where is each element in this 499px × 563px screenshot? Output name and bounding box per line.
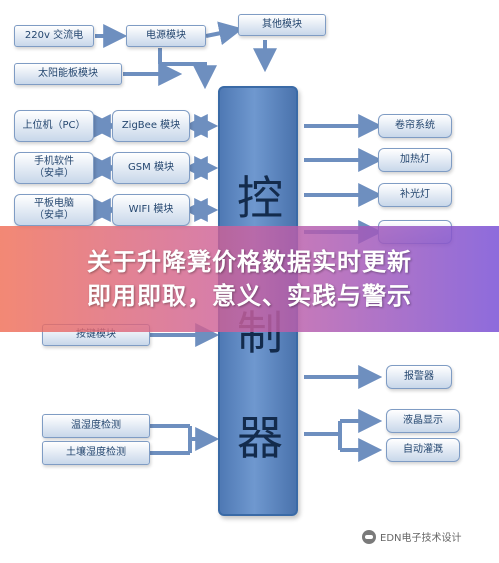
box-tablet-line1: 平板电脑 xyxy=(34,198,74,209)
box-heater-lamp-label: 加热灯 xyxy=(400,154,430,165)
box-other-modules-label: 其他模块 xyxy=(262,19,302,30)
box-phone-app-line2: （安卓） xyxy=(34,168,74,179)
box-wifi: WIFI 模块 xyxy=(112,194,190,226)
box-shade-system-label: 卷帘系统 xyxy=(395,120,435,131)
wechat-icon xyxy=(362,529,376,544)
box-soil-humidity-label: 土壤湿度检测 xyxy=(66,447,126,458)
box-alarm: 报警器 xyxy=(386,365,452,389)
watermark-text: EDN电子技术设计 xyxy=(380,533,462,544)
box-solar-panel-label: 太阳能板模块 xyxy=(38,68,98,79)
box-temp-humidity: 温湿度检测 xyxy=(42,414,150,438)
box-phone-app-line1: 手机软件 xyxy=(34,156,74,167)
box-soil-humidity: 土壤湿度检测 xyxy=(42,441,150,465)
box-auto-irrigation: 自动灌溉 xyxy=(386,438,460,462)
box-solar-panel: 太阳能板模块 xyxy=(14,63,122,85)
box-power-module-label: 电源模块 xyxy=(146,30,186,41)
controller-char-1: 控 xyxy=(237,171,283,225)
box-lcd-label: 液晶显示 xyxy=(403,415,443,426)
watermark: EDN电子技术设计 xyxy=(362,529,462,544)
box-power-module: 电源模块 xyxy=(126,25,206,47)
box-220v-ac-label: 220v 交流电 xyxy=(24,30,84,41)
box-220v-ac: 220v 交流电 xyxy=(14,25,94,47)
box-zigbee-label: ZigBee 模块 xyxy=(121,120,181,131)
box-pc: 上位机（PC） xyxy=(14,110,94,142)
banner-title-line1: 关于升降凳价格数据实时更新 xyxy=(87,248,412,276)
box-gsm-label: GSM 模块 xyxy=(128,162,174,173)
box-other-modules: 其他模块 xyxy=(238,14,326,36)
box-pc-label: 上位机（PC） xyxy=(22,120,86,131)
box-alarm-label: 报警器 xyxy=(404,371,434,382)
box-tablet-line2: （安卓） xyxy=(34,210,74,221)
box-zigbee: ZigBee 模块 xyxy=(112,110,190,142)
box-keys-label: 按键模块 xyxy=(76,329,116,340)
box-fill-light: 补光灯 xyxy=(378,183,452,207)
box-auto-irrigation-label: 自动灌溉 xyxy=(403,444,443,455)
box-tablet: 平板电脑 （安卓） xyxy=(14,194,94,226)
box-gsm: GSM 模块 xyxy=(112,152,190,184)
box-fill-light-label: 补光灯 xyxy=(400,189,430,200)
box-lcd: 液晶显示 xyxy=(386,409,460,433)
box-heater-lamp: 加热灯 xyxy=(378,148,452,172)
banner-title-line2: 即用即取，意义、实践与警示 xyxy=(87,282,412,310)
box-temp-humidity-label: 温湿度检测 xyxy=(71,420,121,431)
box-wifi-label: WIFI 模块 xyxy=(128,204,174,215)
title-banner: 关于升降凳价格数据实时更新 即用即取，意义、实践与警示 xyxy=(0,226,499,332)
box-phone-app: 手机软件 （安卓） xyxy=(14,152,94,184)
box-shade-system: 卷帘系统 xyxy=(378,114,452,138)
controller-char-3: 器 xyxy=(237,411,283,465)
